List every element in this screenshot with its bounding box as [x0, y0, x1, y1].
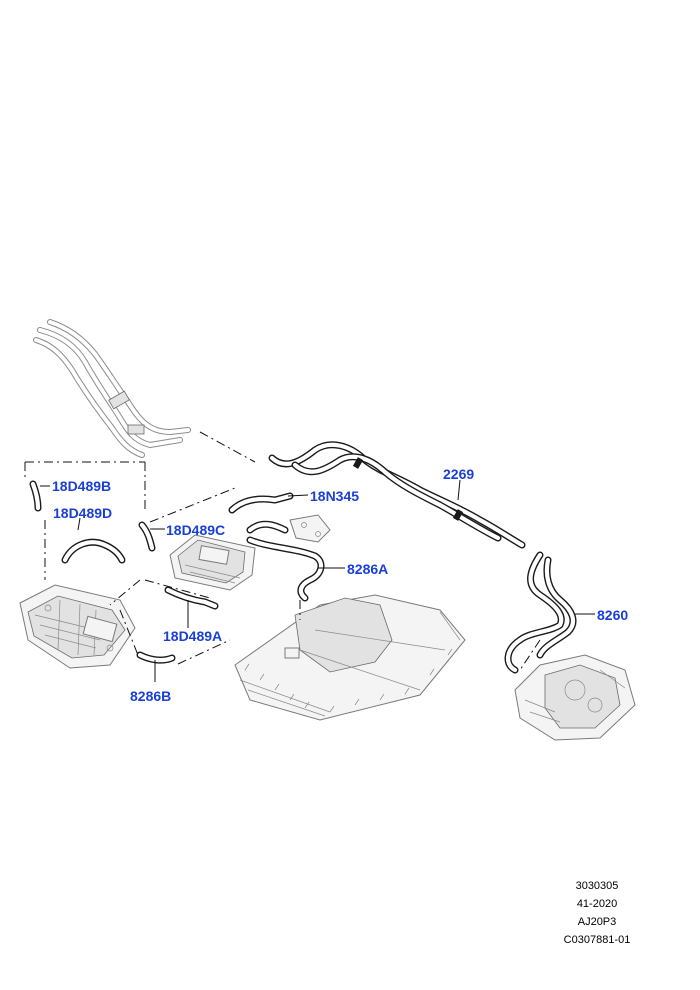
upper-coolant-pipes-ghost	[33, 319, 191, 458]
ref-illustration-number: 3030305	[575, 880, 619, 892]
high-voltage-battery-pack	[234, 594, 466, 721]
coolant-hose-18d489b	[29, 480, 42, 512]
callout-18n345: 18N345	[310, 488, 360, 504]
ref-model-code: AJ20P3	[577, 916, 617, 928]
onboard-charger-module	[169, 534, 256, 591]
coolant-hose-8260	[504, 551, 577, 674]
callout-8286b: 8286B	[130, 688, 172, 704]
ref-catalogue-code: C0307881-01	[563, 934, 631, 946]
coolant-hose-18n345	[228, 492, 294, 534]
coolant-hose-18d489c	[138, 521, 156, 552]
callout-8286a: 8286A	[347, 561, 389, 577]
callout-2269: 2269	[443, 466, 475, 482]
leader-lines	[40, 479, 595, 682]
callout-18d489a: 18D489A	[163, 628, 223, 644]
coolant-hose-8286a	[246, 536, 325, 602]
callout-18d489c: 18D489C	[166, 522, 226, 538]
hose-bracket	[289, 514, 331, 543]
coolant-hose-2269	[268, 441, 526, 549]
front-electronics-module	[19, 584, 136, 669]
callout-8260: 8260	[597, 607, 629, 623]
coolant-hose-8286b	[136, 651, 176, 664]
callout-18d489d: 18D489D	[53, 505, 113, 521]
connection-dash-lines	[24, 431, 541, 671]
rear-drive-unit	[514, 654, 636, 741]
ref-section-date: 41-2020	[576, 898, 618, 910]
coolant-hose-18d489a	[164, 586, 219, 610]
coolant-hose-18d489d	[61, 538, 126, 564]
callout-18d489b: 18D489B	[52, 478, 112, 494]
